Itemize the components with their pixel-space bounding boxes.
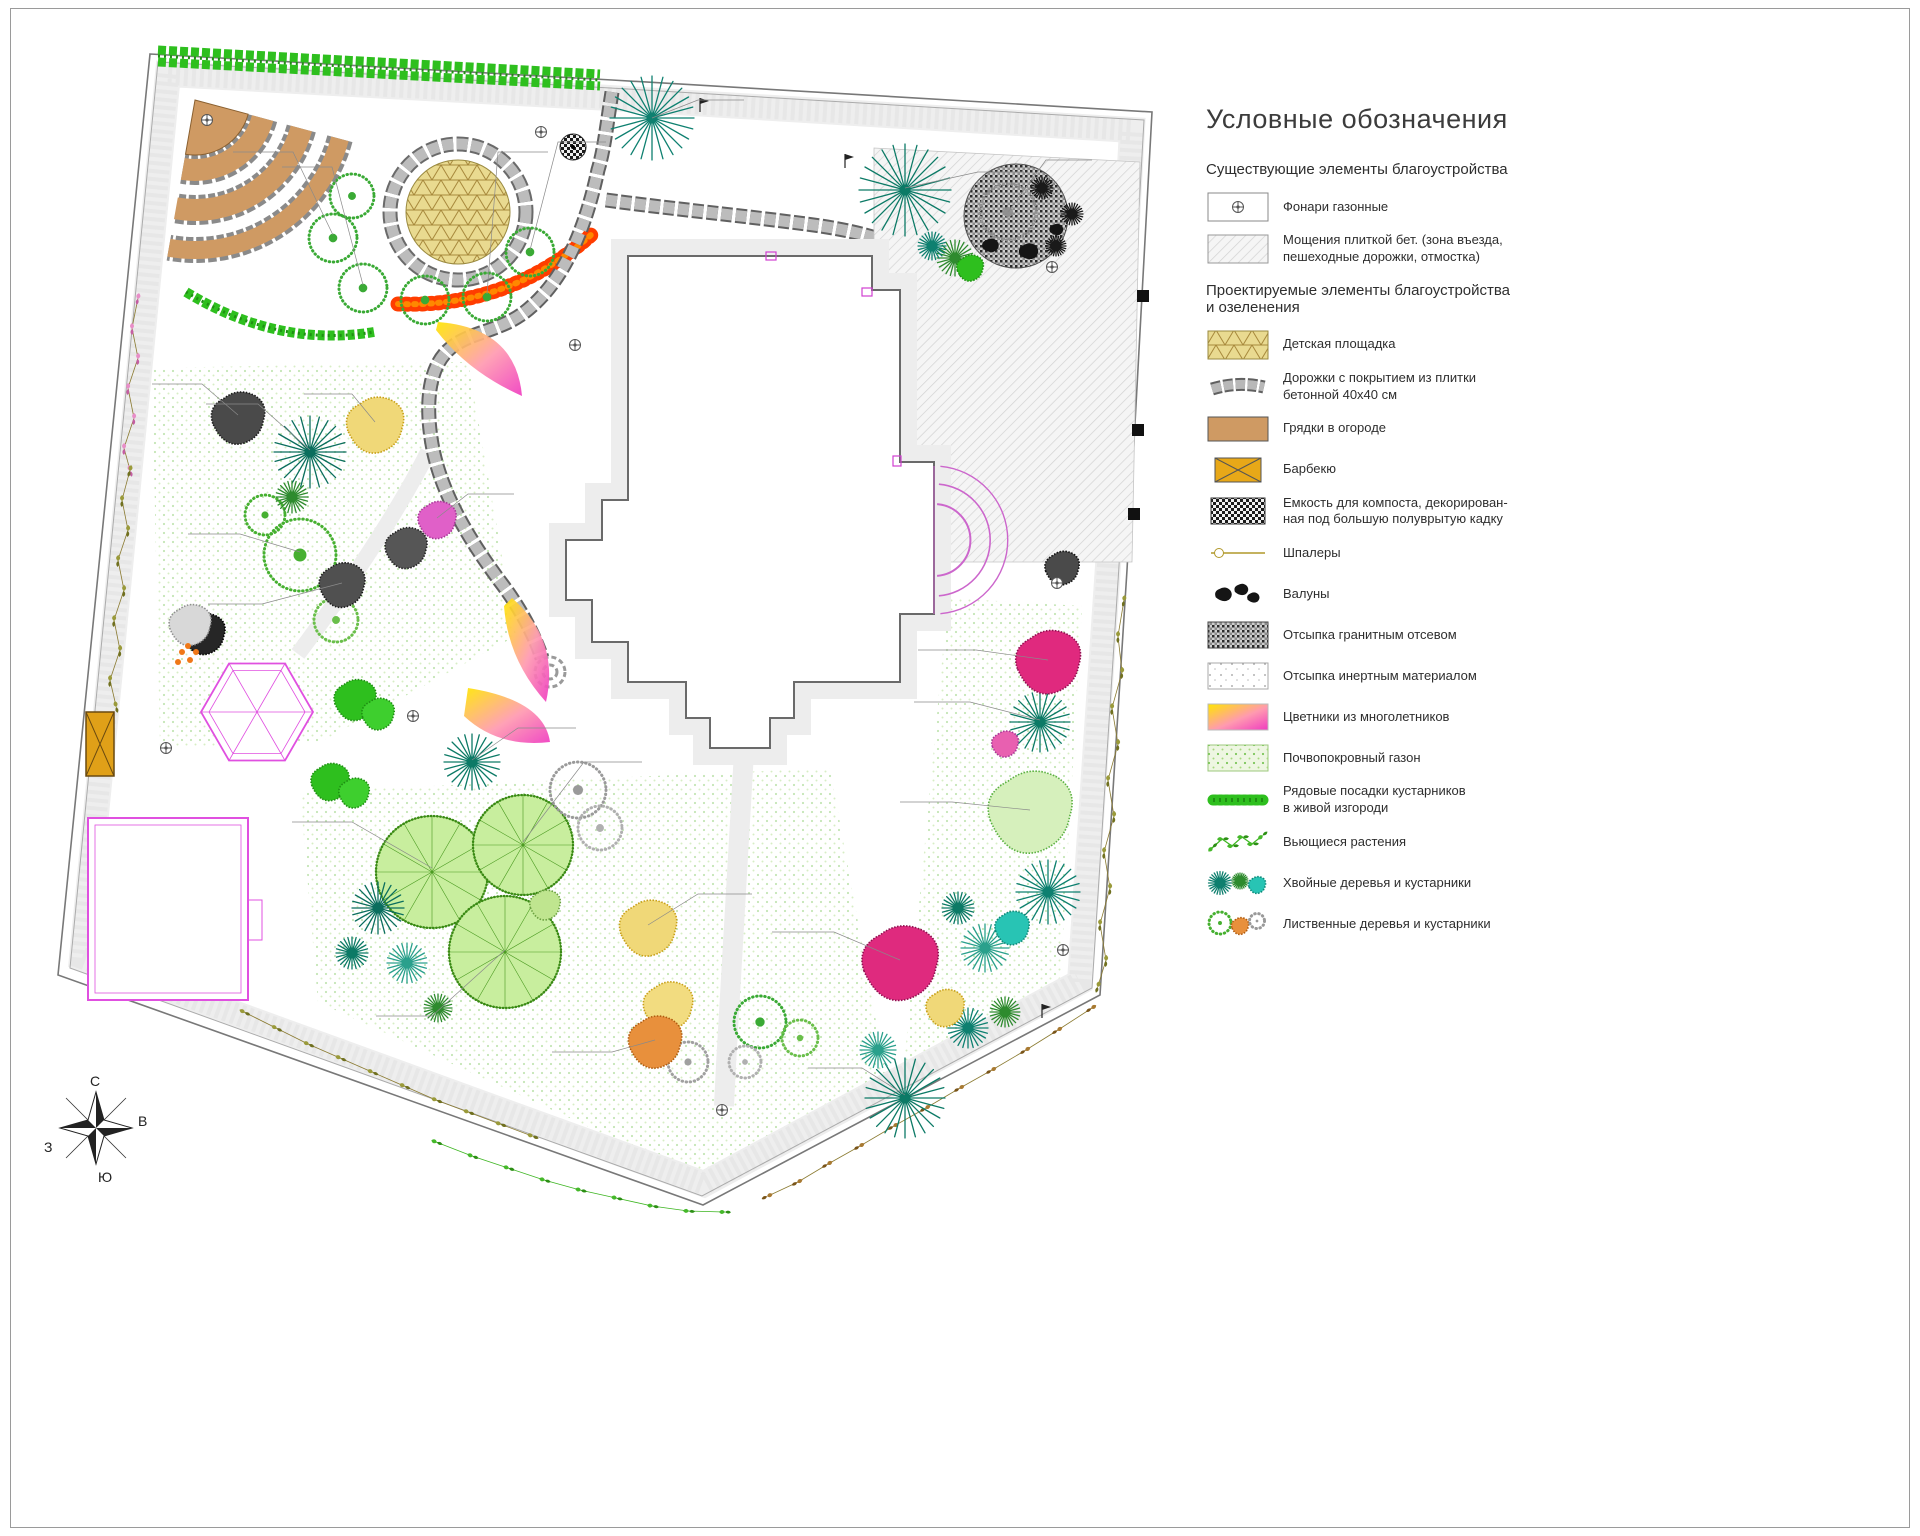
legend-item-label: Рядовые посадки кустарников в живой изго… xyxy=(1283,783,1466,816)
legend-item: Барбекю xyxy=(1206,454,1558,486)
lawn-lamp-icon xyxy=(1206,191,1270,223)
barbecue xyxy=(85,711,115,777)
vegetable-garden-beds xyxy=(166,99,353,263)
legend-item: Отсыпка гранитным отсевом xyxy=(1206,619,1558,651)
boundary-posts xyxy=(1128,290,1149,520)
legend-item-label: Детская площадка xyxy=(1283,336,1396,352)
inert-fill-icon xyxy=(1206,660,1270,692)
garage xyxy=(87,817,263,1001)
perennial-flowerbed-icon xyxy=(1206,701,1270,733)
gazebo xyxy=(199,662,315,762)
climbing-vines xyxy=(108,293,1127,1214)
deciduous-icon xyxy=(1206,908,1270,940)
legend-item-label: Мощения плиткой бет. (зона въезда, пешех… xyxy=(1283,232,1503,264)
door-marks xyxy=(765,251,902,467)
planting-layer xyxy=(167,76,1084,1138)
legend-item: Хвойные деревья и кустарники xyxy=(1206,867,1558,899)
legend-item: Емкость для компоста, декорирован- ная п… xyxy=(1206,495,1558,529)
legend-item: Шпалеры xyxy=(1206,537,1558,569)
legend-item: Вьющиеся растения xyxy=(1206,826,1558,858)
legend-item-label: Валуны xyxy=(1283,585,1330,601)
legend-item-label: Вьющиеся растения xyxy=(1283,833,1407,849)
conifers-icon xyxy=(1206,867,1270,899)
concrete-paving-icon xyxy=(1206,233,1270,265)
legend-item-label: Лиственные деревья и кустарники xyxy=(1283,915,1491,931)
legend-item: Лиственные деревья и кустарники xyxy=(1206,908,1558,940)
legend-item: Грядки в огороде xyxy=(1206,413,1558,445)
secondary-paths xyxy=(291,448,754,1107)
legend-item-label: Фонари газонные xyxy=(1283,198,1389,214)
bay-window-arcs xyxy=(933,465,1009,615)
trellis-icon xyxy=(1206,537,1270,569)
callout-lines xyxy=(152,99,1092,1096)
perennial-flowerbeds xyxy=(436,322,550,743)
legend-item-label: Барбекю xyxy=(1283,461,1336,477)
playground-icon xyxy=(1206,329,1270,361)
compass-north-label: С xyxy=(90,1073,100,1089)
legend-item-label: Отсыпка гранитным отсевом xyxy=(1283,626,1457,642)
playground-area xyxy=(382,136,534,288)
garden-beds-icon xyxy=(1206,413,1270,445)
legend-item-label: Хвойные деревья и кустарники xyxy=(1283,874,1472,890)
hedge-rows xyxy=(157,45,601,341)
house xyxy=(549,239,1009,765)
orange-flower-dots xyxy=(175,643,199,665)
groundcover-lawn-icon xyxy=(1206,742,1270,774)
legend-item: Детская площадка xyxy=(1206,329,1558,361)
legend-item: Фонари газонные xyxy=(1206,191,1558,223)
legend-item-label: Почвопокровный газон xyxy=(1283,749,1421,765)
compass-rose: С В З Ю xyxy=(44,1073,147,1185)
compost-icon xyxy=(1206,495,1270,527)
compass-east-label: В xyxy=(138,1113,147,1129)
legend-item: Валуны xyxy=(1206,578,1558,610)
legend-item: Цветники из многолетников xyxy=(1206,701,1558,733)
legend-item: Мощения плиткой бет. (зона въезда, пешех… xyxy=(1206,232,1558,266)
compass-south-label: Ю xyxy=(98,1169,112,1185)
legend-item-label: Грядки в огороде xyxy=(1283,420,1387,436)
legend-item-label: Отсыпка инертным материалом xyxy=(1283,667,1477,683)
barbecue-icon xyxy=(1206,454,1270,486)
legend-item: Рядовые посадки кустарников в живой изго… xyxy=(1206,783,1558,817)
granite-fill-icon xyxy=(1206,619,1270,651)
legend-title: Условные обозначения xyxy=(1206,104,1508,134)
drawing-frame xyxy=(10,8,1910,1528)
legend-item: Отсыпка инертным материалом xyxy=(1206,660,1558,692)
legend-item-label: Дорожки с покрытием из плитки бетонной 4… xyxy=(1283,369,1477,402)
legend-item: Дорожки с покрытием из плитки бетонной 4… xyxy=(1206,370,1558,404)
legend-item-label: Цветники из многолетников xyxy=(1283,708,1450,724)
boulders-icon xyxy=(1206,578,1270,610)
compost-tub xyxy=(559,133,587,161)
climbing-plants-icon xyxy=(1206,826,1270,858)
legend-existing-header: Существующие элементы благоустройства xyxy=(1206,161,1508,178)
legend-item-label: Шпалеры xyxy=(1283,544,1341,560)
legend-item: Почвопокровный газон xyxy=(1206,742,1558,774)
legend-item-label: Емкость для компоста, декорирован- ная п… xyxy=(1283,494,1508,527)
legend-designed-header: Проектируемые элементы благоустройства и… xyxy=(1206,281,1511,316)
compass-west-label: З xyxy=(44,1139,52,1155)
tile-path-icon xyxy=(1206,371,1270,403)
legend-panel: Условные обозначения Существующие элемен… xyxy=(1206,104,1558,949)
shrub-hedge-icon xyxy=(1206,784,1270,816)
